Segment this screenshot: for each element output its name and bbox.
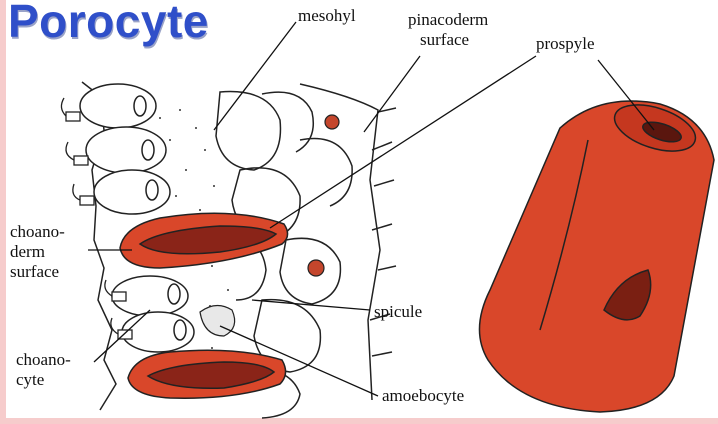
- spine-3: [374, 180, 394, 186]
- label-choanocyte: choano- cyte: [16, 350, 71, 390]
- choanocyte-nucleus-1: [134, 96, 146, 116]
- mesohyl-cell-7: [300, 138, 352, 206]
- label-mesohyl: mesohyl: [298, 6, 356, 26]
- spine-5: [378, 266, 396, 270]
- mesohyl-leader: [214, 22, 296, 130]
- pinacoderm-leader: [364, 56, 420, 132]
- choanocyte-nucleus-3: [146, 180, 158, 200]
- choanocyte-nucleus-2: [142, 140, 154, 160]
- mesohyl-cell-1: [216, 92, 280, 170]
- label-spicule: spicule: [374, 302, 422, 322]
- porocyte-3d-cell: [479, 96, 714, 412]
- amoebocyte-3: [200, 305, 235, 336]
- spine-4: [372, 224, 392, 230]
- choanocyte-nucleus-4: [168, 284, 180, 304]
- amoebocyte-1: [325, 115, 339, 129]
- choanocyte-nucleus-5: [174, 320, 186, 340]
- spine-2: [372, 142, 392, 150]
- porocyte-leader: [270, 56, 536, 228]
- spine-7: [372, 352, 392, 356]
- amoebocyte-2: [308, 260, 324, 276]
- label-pinacoderm-surface: pinacoderm surface: [408, 10, 488, 50]
- label-prospyle: prospyle: [536, 34, 595, 54]
- spicule-leader: [252, 300, 370, 310]
- label-choanoderm-surface: choano- derm surface: [10, 222, 65, 282]
- label-amoebocyte: amoebocyte: [382, 386, 464, 406]
- mesohyl-cell-2: [262, 92, 313, 152]
